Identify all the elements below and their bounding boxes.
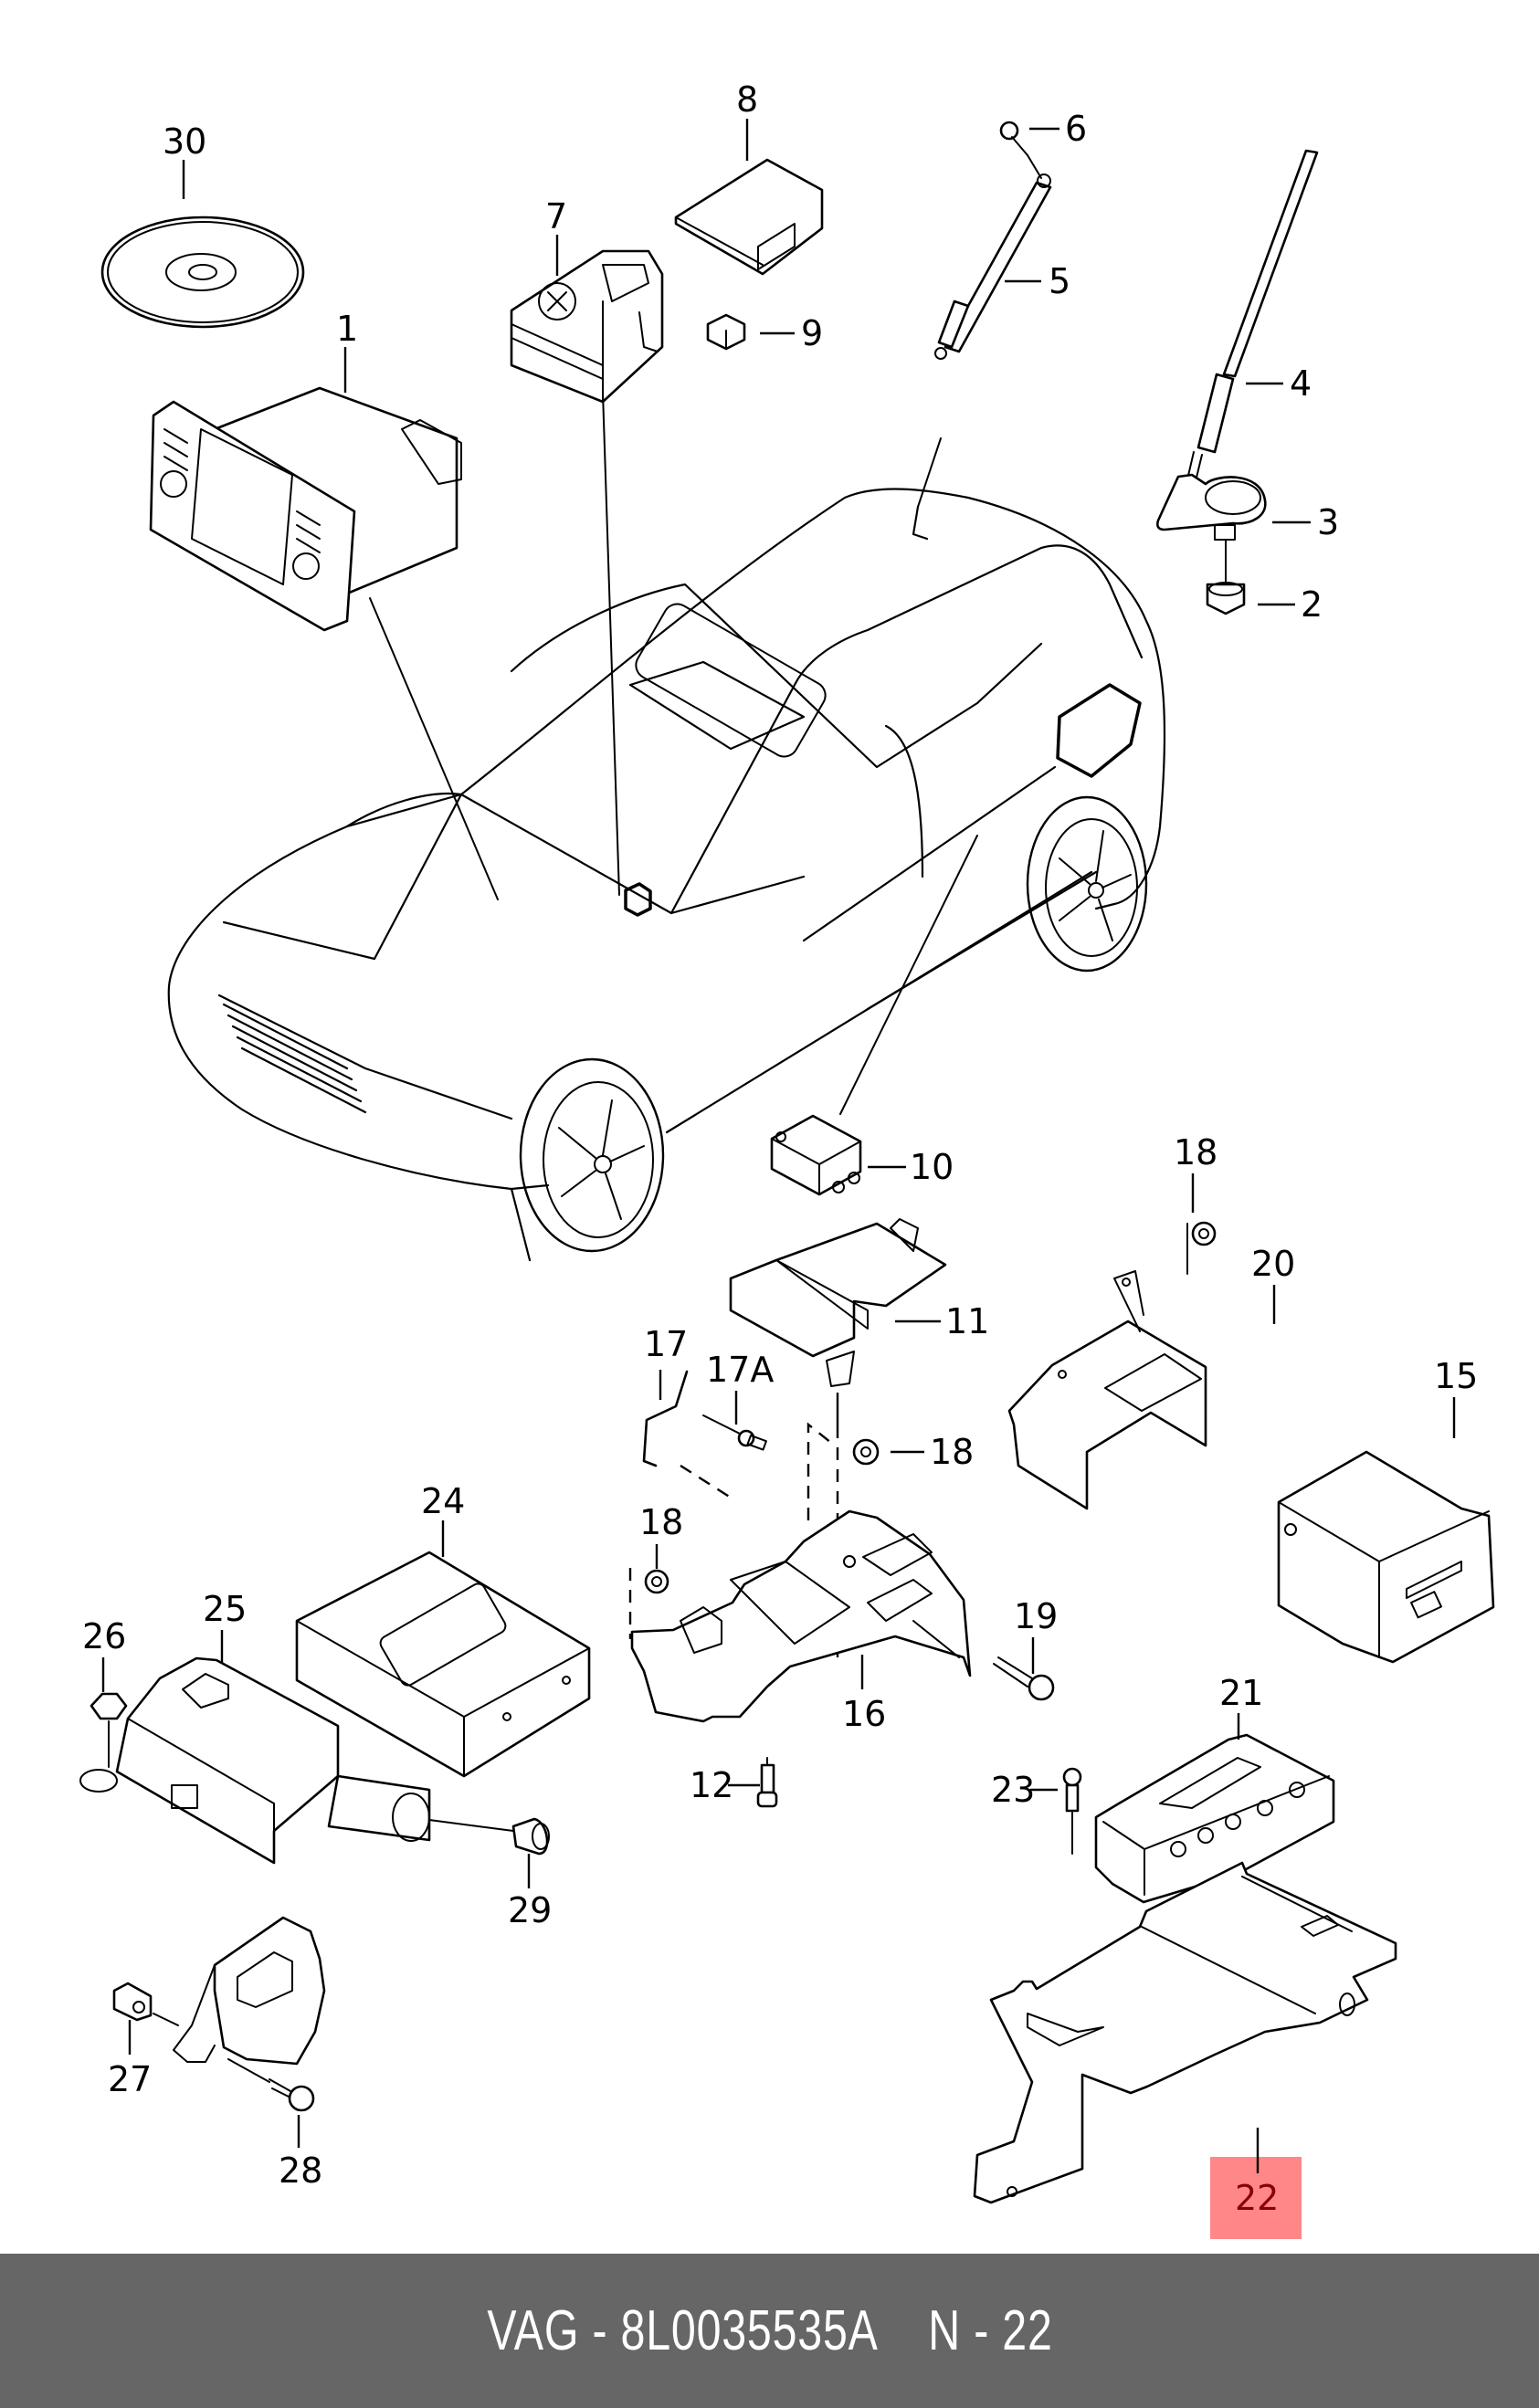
part-16-mounting-bracket[interactable] xyxy=(630,1509,972,1723)
callout-4[interactable]: 4 xyxy=(1290,363,1312,404)
callout-15[interactable]: 15 xyxy=(1434,1356,1478,1396)
part-27-28-holder-bracket[interactable] xyxy=(173,1916,326,2066)
part-4-antenna-mast[interactable] xyxy=(1186,149,1319,482)
part-1-radio-navigation-unit[interactable] xyxy=(149,386,462,632)
part-9-connector[interactable] xyxy=(638,311,746,352)
callout-1[interactable]: 1 xyxy=(336,309,358,349)
callout-8[interactable]: 8 xyxy=(736,79,758,120)
callout-12[interactable]: 12 xyxy=(690,1765,733,1805)
location-marker-7 xyxy=(624,882,652,917)
part-18-nut-lower[interactable] xyxy=(644,1569,669,1594)
footer-bar: VAG - 8L0035535A N - 22 xyxy=(0,2254,1539,2408)
callout-29[interactable]: 29 xyxy=(508,1890,552,1930)
part-19-screw[interactable] xyxy=(993,1656,1055,1701)
callout-20[interactable]: 20 xyxy=(1251,1244,1295,1284)
part-11-holder[interactable] xyxy=(729,1218,947,1387)
part-12-bolt[interactable] xyxy=(756,1757,778,1808)
vehicle-rear-wheel xyxy=(1026,795,1148,973)
part-8-cover[interactable] xyxy=(674,158,824,276)
callout-11[interactable]: 11 xyxy=(945,1301,989,1341)
part-18-nut-middle[interactable] xyxy=(852,1438,880,1466)
callout-17[interactable]: 17 xyxy=(644,1324,688,1364)
location-marker-3 xyxy=(1056,683,1142,778)
callout-22[interactable]: 22 xyxy=(1235,2178,1279,2218)
part-18-nut-top[interactable] xyxy=(1186,1221,1217,1275)
vehicle-front-wheel xyxy=(519,1057,665,1253)
callout-5[interactable]: 5 xyxy=(1049,261,1070,301)
part-21-control-unit[interactable] xyxy=(1094,1733,1335,1904)
callout-19[interactable]: 19 xyxy=(1014,1596,1058,1636)
leader-7-to-car xyxy=(602,392,620,896)
part-23-screw[interactable] xyxy=(1062,1767,1082,1855)
part-2-nut[interactable] xyxy=(1206,539,1246,615)
callout-2[interactable]: 2 xyxy=(1301,584,1323,625)
callout-7[interactable]: 7 xyxy=(545,196,567,237)
part-26-nut[interactable] xyxy=(90,1692,128,1768)
part-27-nut[interactable] xyxy=(112,1982,179,2026)
parts-diagram: 30 1 7 8 xyxy=(79,79,1495,2239)
part-17a-rivet[interactable] xyxy=(702,1414,767,1451)
callout-28[interactable]: 28 xyxy=(279,2150,322,2191)
part-22-mounting-plate[interactable] xyxy=(973,1861,1397,2204)
callout-26[interactable]: 26 xyxy=(82,1616,126,1656)
part-17-clip[interactable] xyxy=(642,1370,689,1467)
vehicle-body-outline xyxy=(167,437,1166,1262)
callout-21[interactable]: 21 xyxy=(1219,1673,1263,1713)
callout-9[interactable]: 9 xyxy=(801,313,823,353)
part-30-navigation-disc[interactable] xyxy=(100,216,305,329)
part-10-amplifier[interactable] xyxy=(770,1114,862,1196)
callout-17A[interactable]: 17A xyxy=(706,1350,774,1390)
leader-1-to-car xyxy=(369,597,499,900)
part-24-navigation-computer[interactable] xyxy=(295,1551,591,1778)
callout-10[interactable]: 10 xyxy=(910,1147,954,1187)
footer-part-reference: VAG - 8L0035535A N - 22 xyxy=(487,2298,1052,2363)
footer-brand: VAG xyxy=(486,2299,579,2362)
callout-27[interactable]: 27 xyxy=(108,2059,152,2099)
highlight-callout-22 xyxy=(1210,2157,1302,2239)
footer-part-number: 8L0035535A xyxy=(620,2299,879,2362)
footer-position: N - 22 xyxy=(927,2299,1053,2362)
part-7-control-module[interactable] xyxy=(510,249,664,404)
part-3-antenna-base[interactable] xyxy=(1156,473,1267,541)
dash-17 xyxy=(680,1464,732,1499)
part-5-rod[interactable] xyxy=(934,174,1052,360)
callout-24[interactable]: 24 xyxy=(421,1481,465,1521)
callout-25[interactable]: 25 xyxy=(203,1589,247,1629)
part-25-switch-housing[interactable] xyxy=(79,1656,431,1865)
part-15-cd-dvd-unit[interactable] xyxy=(1277,1450,1495,1664)
callout-30[interactable]: 30 xyxy=(163,121,206,162)
callout-23[interactable]: 23 xyxy=(991,1770,1035,1810)
callout-3[interactable]: 3 xyxy=(1317,502,1339,542)
footer-separator: - xyxy=(578,2299,621,2362)
dash-11-left xyxy=(806,1422,832,1520)
part-6-screw[interactable] xyxy=(999,121,1042,179)
callout-18c[interactable]: 18 xyxy=(639,1502,683,1542)
callout-18a[interactable]: 18 xyxy=(1174,1132,1217,1172)
callout-16[interactable]: 16 xyxy=(842,1694,886,1734)
part-28-screw[interactable] xyxy=(227,2058,315,2112)
callout-6[interactable]: 6 xyxy=(1065,109,1087,149)
leader-10-to-car xyxy=(839,835,978,1115)
part-20-bracket[interactable] xyxy=(1007,1270,1207,1510)
part-29-cap[interactable] xyxy=(428,1817,550,1856)
callout-18b[interactable]: 18 xyxy=(930,1432,974,1472)
